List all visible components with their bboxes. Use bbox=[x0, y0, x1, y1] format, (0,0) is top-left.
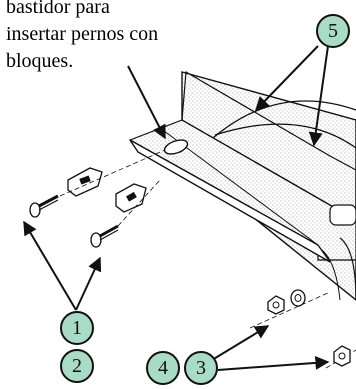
callout-1: 1 bbox=[60, 311, 94, 345]
nut-lower bbox=[325, 345, 356, 369]
block-upper bbox=[67, 167, 103, 197]
bolt-lower bbox=[90, 179, 161, 248]
caption-line-2: insertar pernos con bbox=[6, 23, 159, 45]
caption-line-1: bastidor para bbox=[6, 0, 110, 18]
bolt-upper bbox=[29, 149, 166, 218]
instruction-caption: bastidor para insertar pernos con bloque… bbox=[6, 0, 206, 75]
callout-5: 5 bbox=[316, 14, 350, 48]
caption-line-3: bloques. bbox=[6, 50, 74, 72]
frame-channel bbox=[128, 71, 356, 301]
block-lower bbox=[115, 183, 147, 213]
nut-washer-upper bbox=[249, 289, 331, 329]
callout-4: 4 bbox=[146, 351, 180, 385]
callout-3: 3 bbox=[184, 351, 218, 385]
callout-2: 2 bbox=[60, 349, 94, 383]
leader-lines bbox=[23, 45, 330, 371]
